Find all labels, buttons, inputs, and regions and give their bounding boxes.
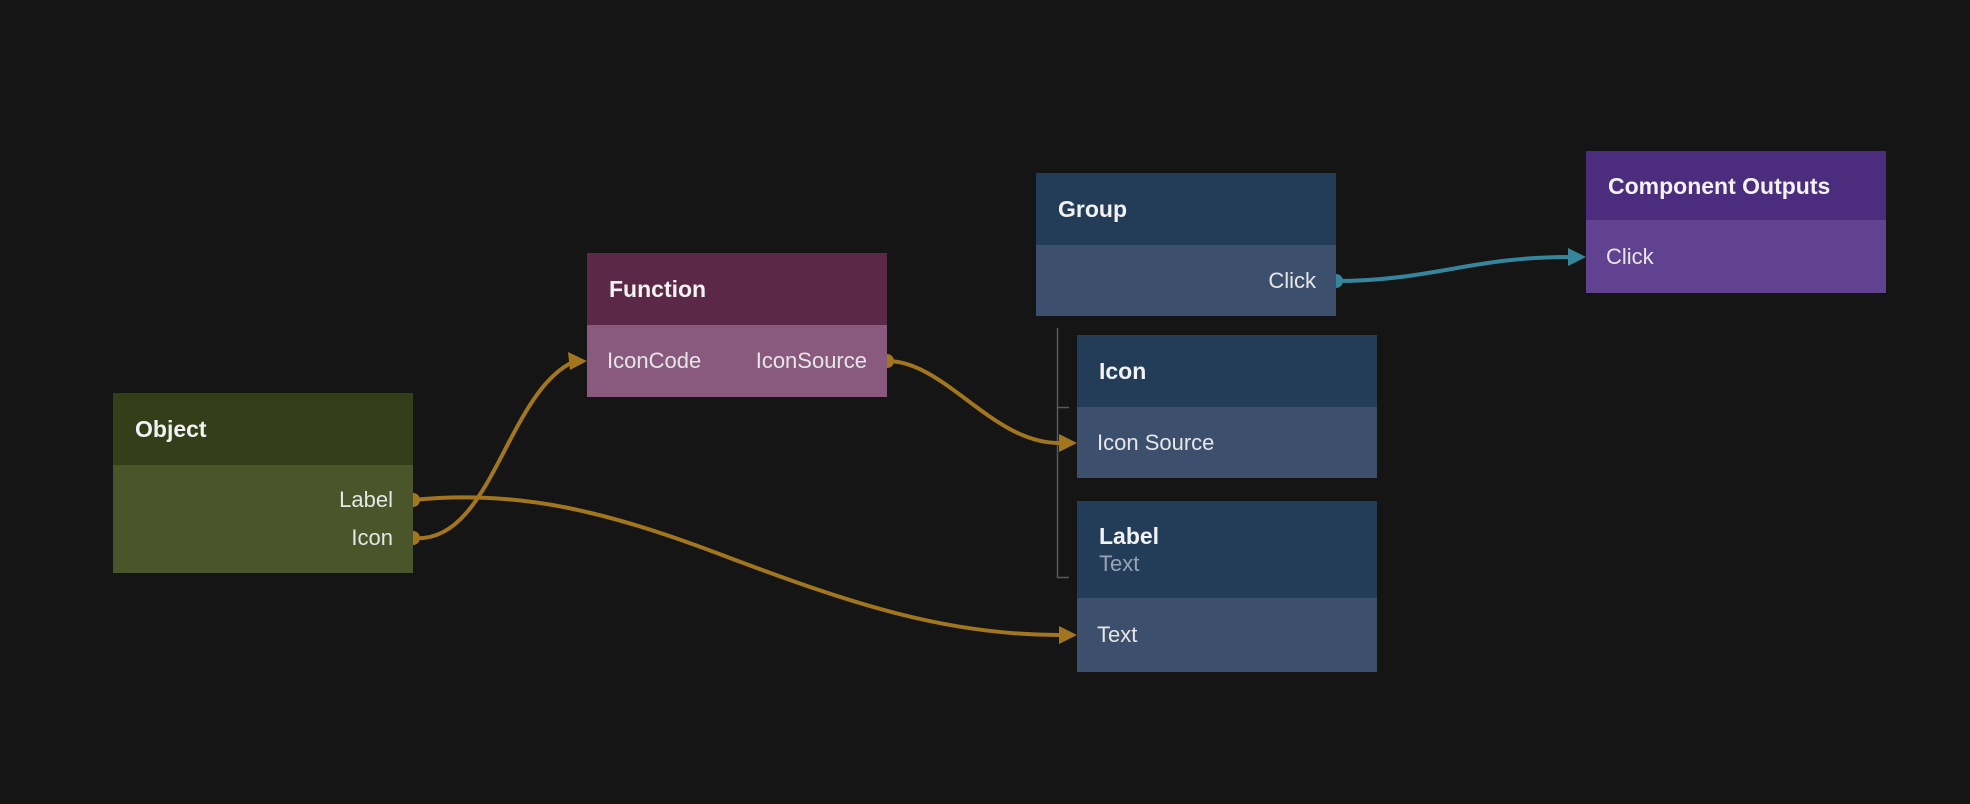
node-icon-body: Icon Source xyxy=(1077,407,1377,478)
node-icon-header[interactable]: Icon xyxy=(1077,335,1377,407)
input-port-label: Icon Source xyxy=(1097,430,1214,456)
node-label-subtitle: Text xyxy=(1099,550,1377,578)
node-icon[interactable]: Icon Icon Source xyxy=(1077,335,1377,478)
node-group-output-click[interactable]: Click xyxy=(1036,262,1336,300)
group-children-bracket xyxy=(1058,328,1070,578)
node-object[interactable]: Object Label Icon xyxy=(113,393,413,573)
output-port-label: IconSource xyxy=(756,348,867,374)
node-group-title: Group xyxy=(1058,195,1336,223)
node-label-body: Text xyxy=(1077,598,1377,672)
node-label-header[interactable]: Label Text xyxy=(1077,501,1377,598)
node-component-outputs-header[interactable]: Component Outputs xyxy=(1586,151,1886,220)
node-label-title: Label xyxy=(1099,522,1377,550)
port-arrow-componentoutputs-click[interactable] xyxy=(1568,248,1586,266)
output-port-label: Label xyxy=(339,487,393,513)
wire-group-click-to-componentoutputs-click[interactable] xyxy=(1336,257,1568,281)
wire-object-label-to-label-text[interactable] xyxy=(413,497,1059,635)
input-port-label: Click xyxy=(1606,244,1654,270)
port-arrow-function-iconcode[interactable] xyxy=(568,352,587,370)
node-group[interactable]: Group Click xyxy=(1036,173,1336,316)
output-port-label: Icon xyxy=(351,525,393,551)
node-icon-title: Icon xyxy=(1099,357,1377,385)
wire-function-iconsource-to-icon-iconsource[interactable] xyxy=(887,361,1059,443)
node-object-title: Object xyxy=(135,415,413,443)
input-port-label: Text xyxy=(1097,622,1137,648)
input-port-label: IconCode xyxy=(607,348,701,374)
node-function-title: Function xyxy=(609,275,887,303)
node-icon-input-iconsource[interactable]: Icon Source xyxy=(1077,424,1377,462)
node-function-header[interactable]: Function xyxy=(587,253,887,325)
node-group-body: Click xyxy=(1036,245,1336,316)
node-component-outputs-title: Component Outputs xyxy=(1608,172,1886,200)
node-group-header[interactable]: Group xyxy=(1036,173,1336,245)
wire-object-icon-to-function-iconcode[interactable] xyxy=(413,364,569,538)
node-label-input-text[interactable]: Text xyxy=(1077,616,1377,654)
node-function-body: IconCode IconSource xyxy=(587,325,887,397)
node-object-output-label[interactable]: Label xyxy=(113,481,413,519)
node-label[interactable]: Label Text Text xyxy=(1077,501,1377,672)
node-component-outputs-body: Click xyxy=(1586,220,1886,293)
node-object-output-icon[interactable]: Icon xyxy=(113,519,413,557)
port-arrow-icon-iconsource[interactable] xyxy=(1059,434,1077,452)
node-component-outputs-input-click[interactable]: Click xyxy=(1586,238,1886,276)
port-arrow-label-text[interactable] xyxy=(1059,626,1077,644)
node-component-outputs[interactable]: Component Outputs Click xyxy=(1586,151,1886,293)
output-port-label: Click xyxy=(1268,268,1316,294)
node-object-header[interactable]: Object xyxy=(113,393,413,465)
node-function-port-row[interactable]: IconCode IconSource xyxy=(587,342,887,380)
node-object-body: Label Icon xyxy=(113,465,413,573)
node-function[interactable]: Function IconCode IconSource xyxy=(587,253,887,397)
